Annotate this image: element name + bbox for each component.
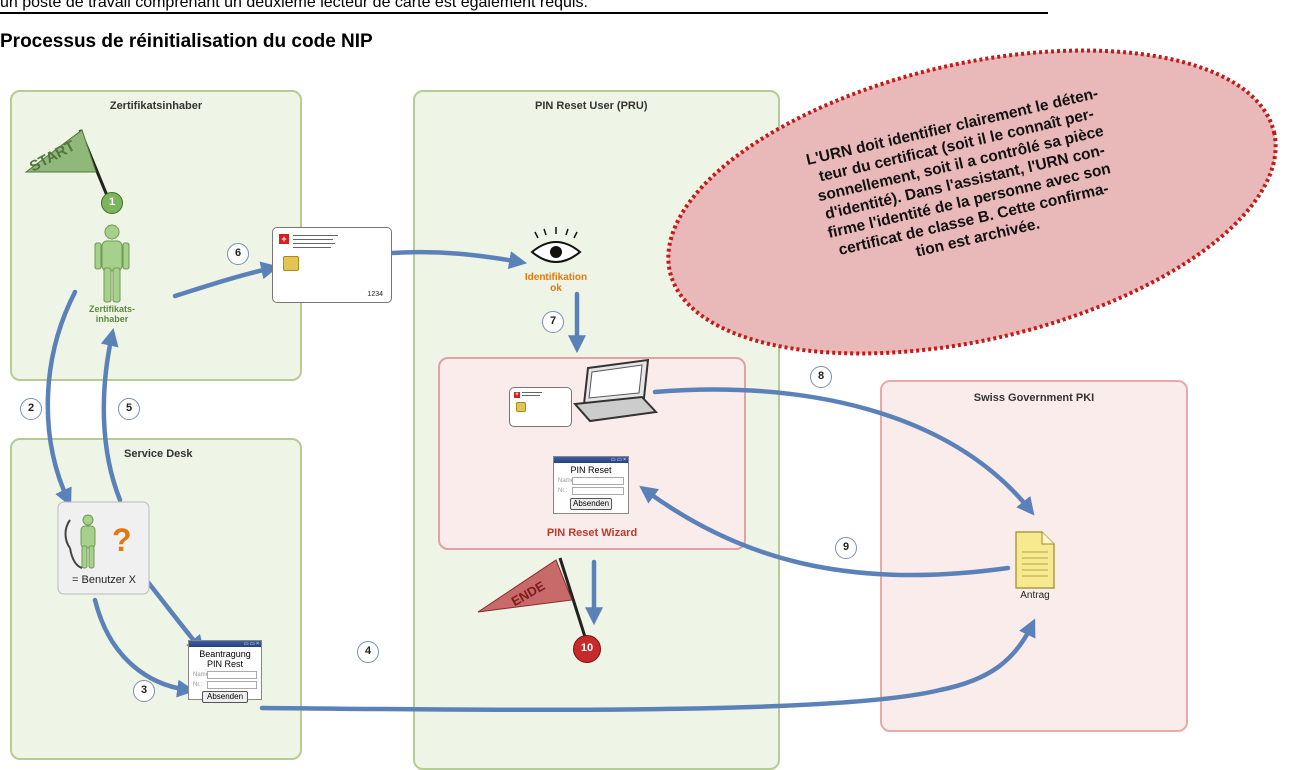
wizard-form-window[interactable]: ▭ ▭ × PIN Reset Name: Nr.: Absenden (553, 456, 629, 514)
step-4: 4 (357, 641, 379, 663)
arrow-2 (45, 289, 78, 507)
flag-start-icon (24, 129, 110, 199)
wizard-form-name-label: Name: (558, 478, 576, 484)
step-5: 5 (118, 398, 140, 420)
arrow-9 (639, 485, 1011, 578)
wizard-form-nr-label: Nr.: (558, 488, 568, 494)
arrow-6 (172, 261, 280, 299)
card-number: 1234 (367, 291, 383, 298)
person-icon (94, 224, 130, 303)
step-2: 2 (20, 398, 42, 420)
note-callout (666, 48, 1278, 356)
smartcard-small-icon: + (509, 387, 572, 427)
swiss-cross-icon: + (279, 234, 289, 244)
step-8: 8 (810, 366, 832, 388)
flag-end-icon (477, 557, 588, 641)
question-mark: ? (112, 522, 132, 558)
step-3: 3 (133, 680, 155, 702)
identifikation-label: Identifikation ok (524, 272, 588, 294)
request-form-title: Beantragung PIN Rest (199, 649, 251, 669)
lane-service-desk-title: Service Desk (124, 448, 193, 460)
arrow-3 (92, 597, 196, 698)
request-form-name-field[interactable] (207, 671, 257, 679)
arrow-8 (652, 387, 1035, 516)
smartcard-icon: + 1234 (272, 227, 392, 303)
wizard-title: PIN Reset Wizard (546, 527, 638, 539)
request-form-submit-button[interactable]: Absenden (202, 691, 248, 703)
arrow-card-to-eye (389, 249, 528, 270)
step-9: 9 (835, 537, 857, 559)
service-desk-panel (57, 501, 150, 595)
page-heading: Processus de réinitialisation du code NI… (0, 31, 373, 52)
service-person-icon (80, 514, 96, 569)
antrag-label: Antrag (1020, 590, 1050, 601)
request-form-name-label: Name: (193, 672, 211, 678)
step-10: 10 (573, 635, 601, 663)
step-6: 6 (227, 243, 249, 265)
document-icon (1015, 531, 1055, 589)
wizard-form-submit-button[interactable]: Absenden (570, 498, 612, 510)
wizard-form-title: PIN Reset (570, 465, 612, 475)
step-1: 1 (101, 192, 123, 214)
lane-pru-title: PIN Reset User (PRU) (535, 100, 648, 112)
phone-icon (64, 519, 83, 569)
arrow-5 (100, 327, 123, 503)
swiss-cross-small-icon: + (514, 392, 520, 398)
holder-person-label: Zertifikats- inhaber (88, 304, 135, 324)
wizard-form-name-field[interactable] (572, 477, 624, 485)
lane-pki-title: Swiss Government PKI (973, 392, 1095, 404)
lane-holder-title: Zertifikatsinhaber (109, 100, 203, 112)
arrow-4 (259, 618, 1036, 713)
wizard-form-nr-field[interactable] (572, 487, 624, 495)
benutzer-label: = Benutzer X (72, 574, 136, 586)
request-form-window[interactable]: ▭ ▭ × Beantragung PIN Rest Name: Nr.: Ab… (188, 640, 262, 703)
request-form-nr-label: Nr.: (193, 682, 203, 688)
eye-icon (530, 227, 582, 263)
step-7: 7 (542, 311, 564, 333)
laptop-icon (572, 358, 659, 423)
top-text: un poste de travail comprenant un deuxiè… (0, 0, 588, 11)
request-form-nr-field[interactable] (207, 681, 257, 689)
divider-rule (0, 12, 1048, 14)
